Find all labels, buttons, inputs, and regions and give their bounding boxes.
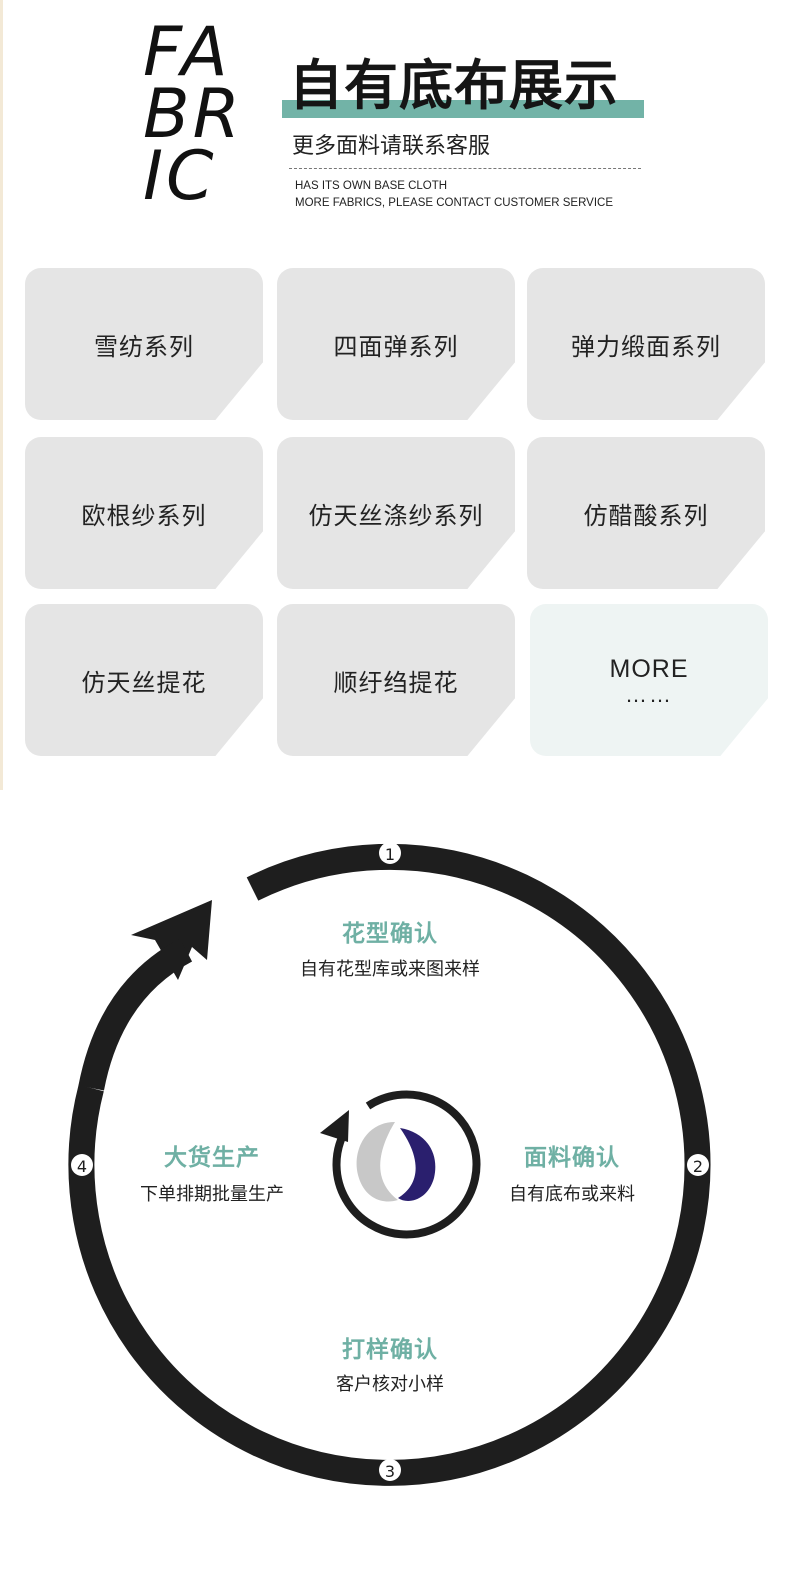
fabric-word-line: BR — [143, 75, 243, 154]
fabric-series-tile[interactable]: 四面弹系列 — [277, 268, 515, 420]
fabric-series-tile[interactable]: 雪纺系列 — [25, 268, 263, 420]
english-caption-line-1: HAS ITS OWN BASE CLOTH — [295, 180, 448, 192]
title-accent-band — [282, 100, 644, 118]
process-cycle-graphic: 1 2 3 4 — [68, 842, 711, 1486]
tile-label: 仿天丝提花 — [81, 668, 207, 697]
fabric-series-tile[interactable]: 仿天丝提花 — [25, 604, 263, 756]
step-badge-3: 3 — [379, 1459, 401, 1481]
step-number-4: 4 — [77, 1157, 87, 1176]
tile-label: 欧根纱系列 — [81, 501, 207, 530]
english-caption-line-2: MORE FABRICS, PLEASE CONTACT CUSTOMER SE… — [295, 197, 614, 209]
fabric-word-line: IC — [143, 137, 217, 216]
step-4-desc: 下单排期批量生产 — [140, 1184, 284, 1205]
more-fabrics-tile[interactable]: MORE …… — [530, 604, 768, 756]
tile-label: 雪纺系列 — [94, 332, 194, 361]
fabric-word-line: FA — [143, 13, 231, 92]
step-1-desc: 自有花型库或来图来样 — [300, 959, 480, 980]
step-number-2: 2 — [693, 1157, 703, 1176]
fabric-series-tile[interactable]: 欧根纱系列 — [25, 437, 263, 589]
process-flow: 1 2 3 4 花型确认 自有花型库或来图来样 面料确认 自有底布或来料 打样确… — [0, 790, 790, 1590]
step-number-3: 3 — [385, 1462, 395, 1481]
tile-label: 四面弹系列 — [333, 332, 459, 361]
page-subtitle: 更多面料请联系客服 — [292, 134, 491, 159]
step-3-desc: 客户核对小样 — [336, 1374, 444, 1395]
cycle-ring — [68, 843, 711, 1486]
tile-label: 弹力缎面系列 — [571, 332, 721, 361]
fabric-series-tile[interactable]: 顺纡绉提花 — [277, 604, 515, 756]
step-2-title: 面料确认 — [524, 1145, 620, 1171]
brand-logo-icon — [320, 1090, 481, 1239]
step-3-title: 打样确认 — [342, 1337, 438, 1363]
tile-label: 仿天丝涤纱系列 — [308, 501, 484, 530]
tile-label: 仿醋酸系列 — [583, 501, 709, 530]
more-ellipsis: …… — [625, 681, 673, 707]
step-number-1: 1 — [385, 845, 395, 864]
fabric-word-logo: FA BR IC — [143, 13, 243, 216]
tile-label: 顺纡绉提花 — [333, 668, 459, 697]
more-label: MORE — [609, 654, 689, 683]
fabric-series-tile[interactable]: 仿醋酸系列 — [527, 437, 765, 589]
step-2-desc: 自有底布或来料 — [509, 1184, 635, 1205]
step-badge-4: 4 — [71, 1154, 93, 1176]
step-1-title: 花型确认 — [342, 921, 438, 947]
dashed-divider — [289, 168, 641, 169]
step-4-title: 大货生产 — [164, 1145, 260, 1171]
step-badge-1: 1 — [379, 842, 401, 864]
cycle-arrowhead-icon — [131, 900, 212, 980]
fabric-series-tile[interactable]: 仿天丝涤纱系列 — [277, 437, 515, 589]
page-title: 自有底布展示 — [289, 54, 619, 117]
fabric-section: FA BR IC 自有底布展示 更多面料请联系客服 HAS ITS OWN BA… — [0, 0, 790, 790]
fabric-series-tile[interactable]: 弹力缎面系列 — [527, 268, 765, 420]
step-badge-2: 2 — [687, 1154, 709, 1176]
